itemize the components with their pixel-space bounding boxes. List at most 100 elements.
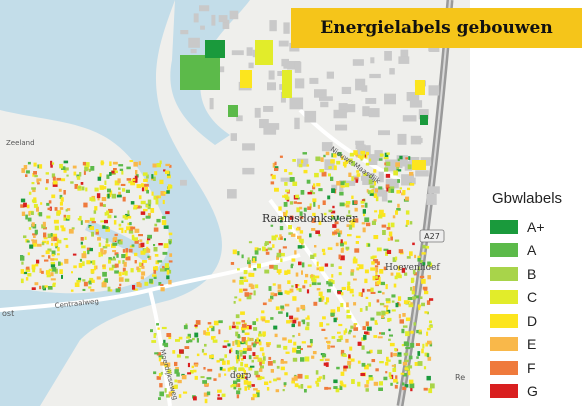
labelled-building	[174, 379, 178, 383]
labelled-building	[283, 238, 286, 241]
labelled-building	[368, 179, 373, 185]
labelled-building	[241, 323, 247, 328]
labelled-building	[128, 180, 133, 184]
gray-building	[369, 73, 381, 79]
labelled-building	[86, 247, 91, 251]
labelled-building	[298, 261, 302, 266]
labelled-building	[194, 332, 199, 338]
labelled-building	[330, 176, 334, 181]
labelled-building	[91, 279, 95, 283]
labelled-building	[249, 365, 255, 368]
gray-building	[335, 124, 348, 131]
labelled-building	[350, 223, 355, 228]
labelled-building	[154, 171, 158, 176]
labelled-building	[387, 237, 390, 241]
labelled-building	[144, 187, 148, 192]
labelled-building	[315, 370, 319, 375]
labelled-building	[52, 282, 56, 285]
map-canvas[interactable]: Raamsdonksveer Hoevenhoef dorp A27 Centr…	[0, 0, 470, 407]
labelled-building	[381, 315, 384, 319]
labelled-building	[325, 151, 330, 156]
labelled-building	[72, 253, 77, 256]
labelled-building	[348, 158, 353, 163]
labelled-building	[424, 311, 428, 314]
labelled-building	[212, 339, 218, 343]
labelled-building	[327, 247, 333, 250]
gray-building	[287, 61, 301, 70]
labelled-building	[287, 290, 292, 294]
labelled-building	[93, 210, 97, 214]
labelled-building	[298, 385, 301, 389]
labelled-building	[238, 298, 242, 302]
labelled-building	[386, 306, 388, 311]
labelled-building	[147, 234, 152, 239]
labelled-building	[125, 248, 128, 253]
labelled-building	[284, 196, 290, 200]
labelled-building	[336, 366, 340, 370]
labelled-building	[357, 154, 361, 159]
labelled-building	[105, 227, 110, 232]
labelled-building	[161, 220, 167, 225]
labelled-building	[410, 330, 414, 334]
gray-building	[401, 174, 414, 186]
labelled-building	[61, 166, 66, 170]
labelled-building	[334, 221, 339, 225]
labelled-building	[66, 208, 71, 211]
labelled-building	[40, 202, 43, 205]
labelled-building	[341, 292, 344, 296]
labelled-building	[52, 283, 56, 287]
labelled-building	[366, 351, 371, 354]
harbour-water	[170, 0, 250, 145]
labelled-building	[107, 193, 110, 199]
labelled-building	[255, 355, 259, 359]
labelled-building	[276, 255, 279, 260]
labelled-building	[386, 299, 391, 304]
labelled-building	[426, 311, 429, 315]
labelled-building	[355, 235, 361, 239]
labelled-building	[313, 201, 316, 207]
labelled-building	[291, 380, 295, 384]
labelled-building	[127, 222, 130, 226]
labelled-building	[350, 358, 355, 362]
labelled-building	[218, 320, 223, 324]
labelled-building	[330, 312, 335, 317]
labelled-building	[404, 367, 408, 370]
labelled-building	[272, 162, 276, 168]
labelled-building	[181, 374, 187, 380]
labelled-building	[78, 186, 81, 189]
labelled-building	[63, 217, 66, 221]
labelled-building	[107, 188, 111, 193]
labelled-building	[235, 314, 240, 319]
labelled-building	[385, 161, 391, 166]
labelled-building	[245, 340, 248, 346]
labelled-building	[222, 345, 227, 348]
labelled-building	[134, 175, 138, 181]
labelled-building	[417, 255, 421, 259]
labelled-building	[156, 376, 161, 380]
labelled-building	[401, 382, 405, 386]
labelled-building	[407, 297, 413, 300]
labelled-building	[310, 342, 313, 347]
labelled-building	[264, 381, 269, 385]
labelled-building	[25, 267, 29, 270]
labelled-building	[251, 359, 254, 363]
labelled-building	[52, 176, 56, 181]
labelled-building	[251, 384, 255, 387]
labelled-building	[20, 278, 24, 284]
labelled-building	[429, 342, 433, 347]
map-viewport[interactable]: Raamsdonksveer Hoevenhoef dorp A27 Centr…	[0, 0, 470, 407]
labelled-building	[73, 265, 77, 269]
labelled-building	[257, 376, 261, 381]
industrial-building	[205, 40, 225, 58]
labelled-building	[88, 286, 92, 289]
labelled-building	[374, 210, 378, 213]
labelled-building	[114, 263, 119, 268]
labelled-building	[324, 358, 330, 361]
labelled-building	[283, 345, 288, 350]
labelled-building	[290, 216, 294, 220]
labelled-building	[337, 306, 340, 312]
labelled-building	[60, 262, 63, 266]
gray-building	[193, 13, 199, 23]
labelled-building	[361, 362, 366, 367]
labelled-building	[259, 361, 262, 366]
